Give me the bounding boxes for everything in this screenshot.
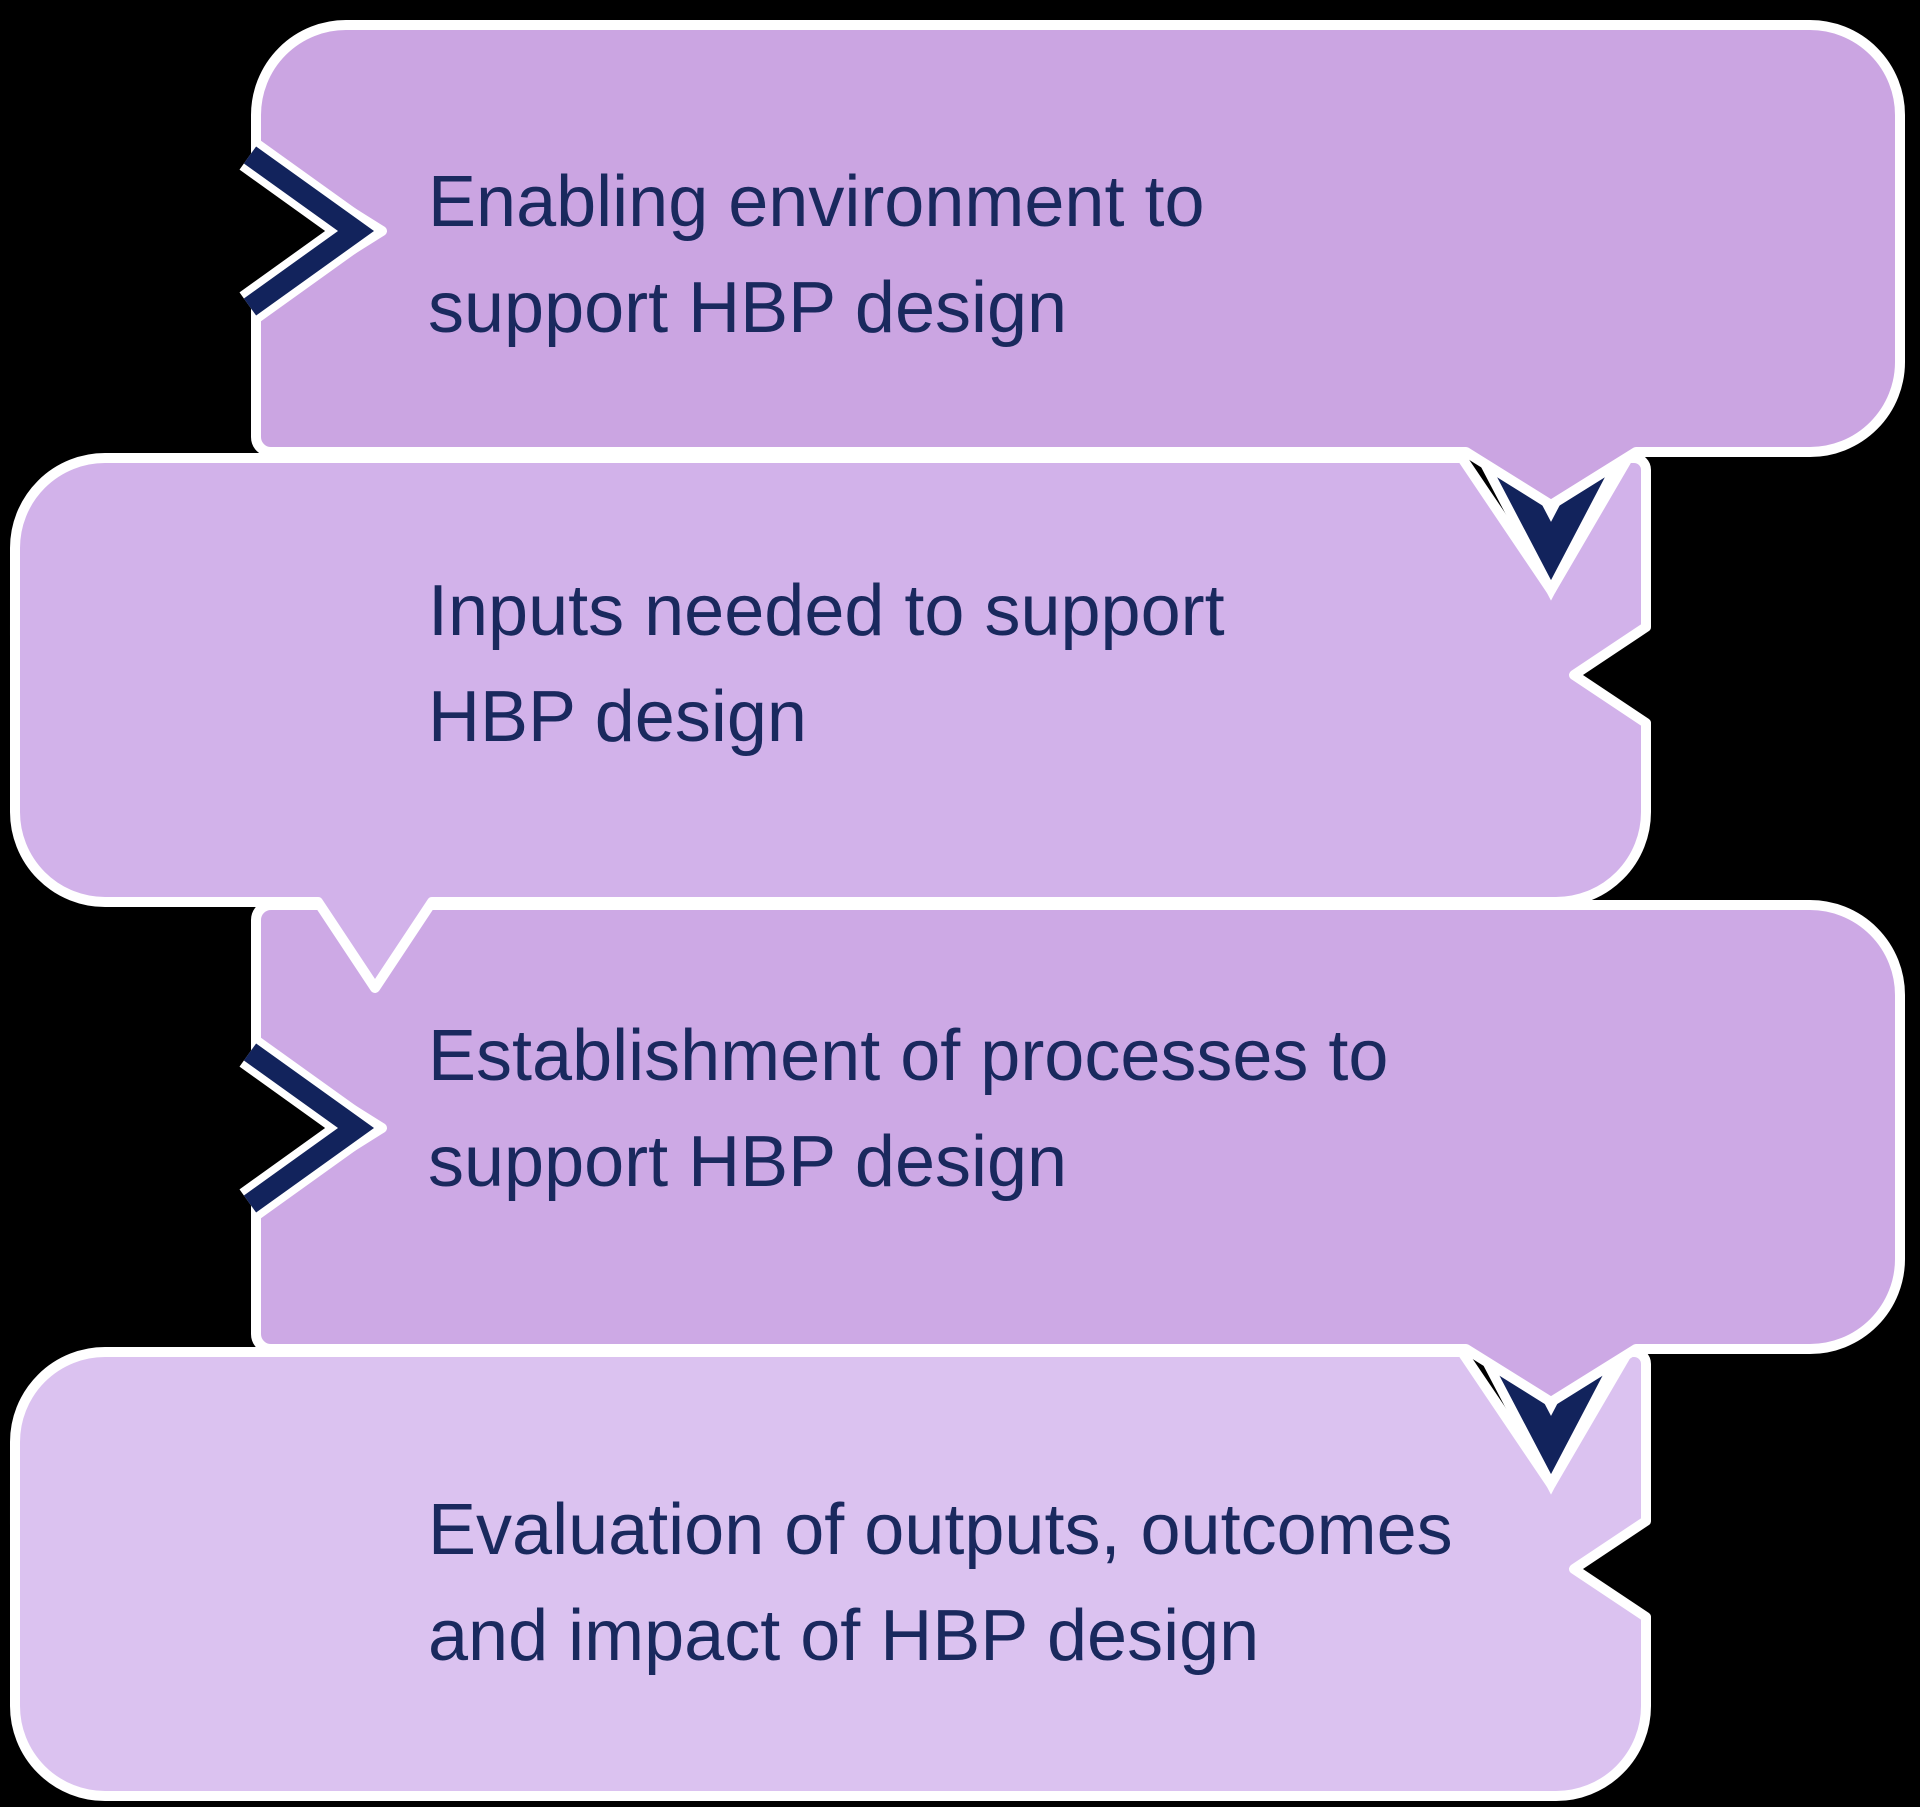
chevron-right-icon-1 xyxy=(239,140,387,322)
stage-3-label: Establishment of processes to support HB… xyxy=(428,1016,1389,1202)
stage-2-label: Inputs needed to support HBP design xyxy=(428,571,1225,757)
stage-1-box xyxy=(251,20,1905,510)
stage-4-label: Evaluation of outputs, outcomes and impa… xyxy=(428,1490,1453,1676)
stage-4-box xyxy=(10,1347,1651,1801)
chevron-right-icon-2 xyxy=(239,1037,387,1219)
stage-1-label: Enabling environment to support HBP desi… xyxy=(428,162,1205,348)
stage-2-box xyxy=(10,453,1651,993)
